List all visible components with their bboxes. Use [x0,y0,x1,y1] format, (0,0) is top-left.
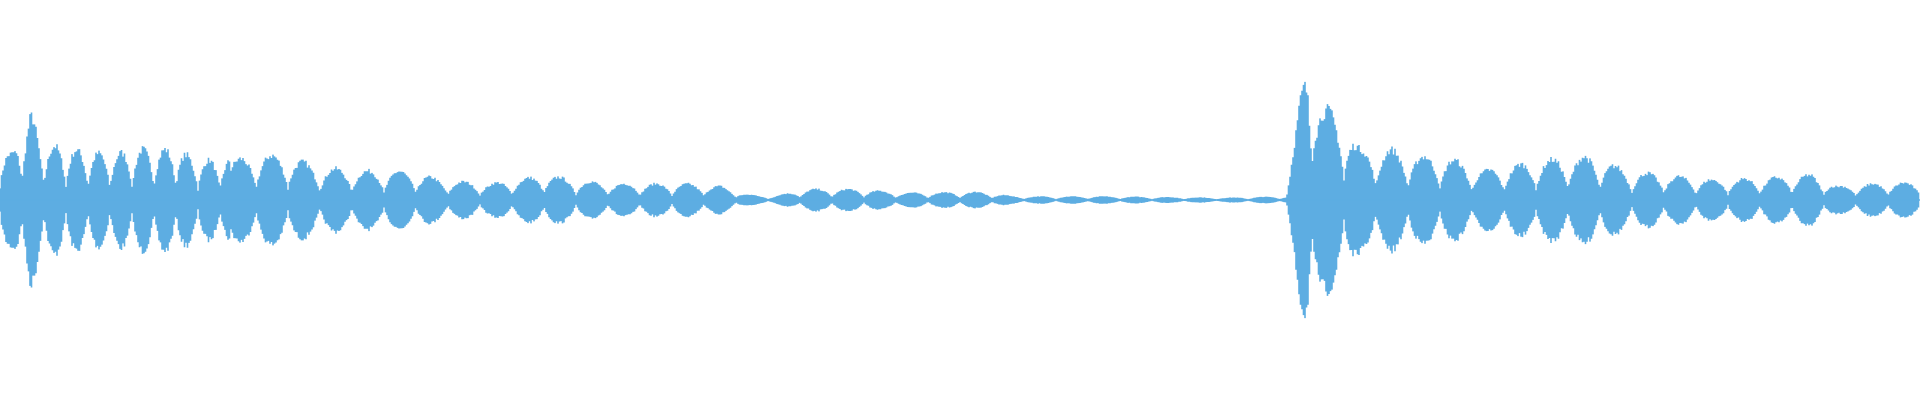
waveform-bars [0,81,1920,319]
